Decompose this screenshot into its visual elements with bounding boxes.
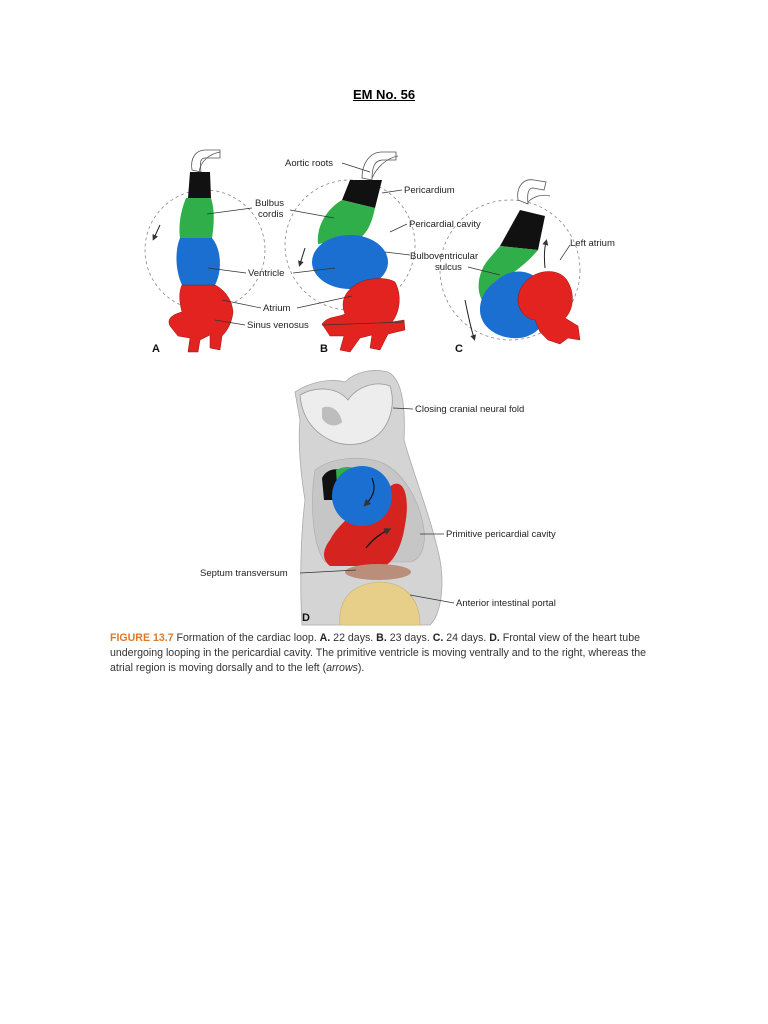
label-aortic-roots: Aortic roots (285, 158, 333, 169)
panel-a-outflow (188, 172, 211, 198)
label-sinus-venosus: Sinus venosus (247, 320, 309, 331)
caption-a-label: A. (319, 632, 331, 644)
panel-c-outflow (500, 210, 545, 250)
panel-label-c: C (455, 343, 463, 355)
panel-a-heart (144, 149, 266, 353)
panel-d-septum-transversum (345, 564, 411, 580)
panel-c-aortic-roots (517, 179, 547, 205)
panel-c-arrow-left (464, 299, 476, 341)
caption-c-text: 24 days. (443, 632, 490, 644)
label-bulboventricular-2: sulcus (435, 262, 462, 273)
page-title: EM No. 56 (352, 87, 416, 102)
caption-d-text: Frontal view of the heart tube undergoin… (110, 632, 647, 674)
panel-b-atrium (321, 278, 406, 353)
caption-b-label: B. (376, 632, 387, 644)
panel-b-bulbus-cordis (317, 200, 375, 244)
label-pericardium: Pericardium (404, 185, 455, 196)
panel-c-heart (439, 179, 581, 345)
panel-c-atrium (517, 271, 581, 345)
panel-c-pericardium-outline (439, 199, 581, 341)
label-bulbus-1: Bulbus (255, 198, 284, 209)
panel-c-arrow-right (542, 239, 549, 269)
caption-text-1: Formation of the cardiac loop. (173, 632, 320, 644)
panel-b-ventricle (312, 235, 388, 289)
cardiac-loop-figure: Aortic roots Pericardium Bulbus cordis P… (144, 149, 615, 626)
label-left-atrium: Left atrium (570, 238, 615, 249)
panel-a-atrium (168, 284, 234, 353)
label-bulboventricular-1: Bulboventricular (410, 251, 478, 262)
caption-b-text: 23 days. (386, 632, 433, 644)
panel-a-ventricle (176, 238, 220, 285)
panel-label-d: D (302, 612, 310, 624)
panel-b-pericardium-outline (284, 179, 416, 311)
panel-label-a: A (152, 343, 160, 355)
label-closing-cranial-neural-fold: Closing cranial neural fold (415, 404, 524, 415)
label-pericardial-cavity: Pericardial cavity (409, 219, 481, 230)
panel-d-intestinal-portal (339, 581, 421, 626)
panel-b-aortic-roots (361, 151, 397, 181)
panel-label-b: B (320, 343, 328, 355)
panel-a-bulbus-cordis (179, 198, 214, 238)
panel-d-arrow-atrium (365, 528, 392, 549)
label-primitive-pericardial-cavity: Primitive pericardial cavity (446, 529, 556, 540)
panel-d-embryo (294, 370, 443, 626)
figure-caption: FIGURE 13.7 Formation of the cardiac loo… (110, 631, 670, 676)
label-ventricle: Ventricle (248, 268, 284, 279)
panel-d-arrow-ventricle (363, 477, 375, 507)
label-anterior-intestinal-portal: Anterior intestinal portal (456, 598, 556, 609)
caption-end: ). (357, 662, 365, 674)
caption-d-label: D. (489, 632, 500, 644)
panel-b-outflow (342, 180, 382, 208)
panel-d-neural-fold (299, 383, 393, 445)
label-bulbus-2: cordis (258, 209, 284, 220)
panel-d-ventricle (332, 466, 392, 526)
caption-a-text: 22 days. (330, 632, 377, 644)
caption-figure-number: FIGURE 13.7 (110, 632, 174, 644)
label-atrium: Atrium (263, 303, 291, 314)
panel-b-heart (284, 151, 416, 353)
panel-b-arrow (298, 247, 306, 267)
caption-arrows: arrows (326, 662, 358, 674)
label-septum-transversum: Septum transversum (200, 568, 288, 579)
caption-c-label: C. (432, 632, 444, 644)
panel-a-arrow (152, 224, 161, 241)
